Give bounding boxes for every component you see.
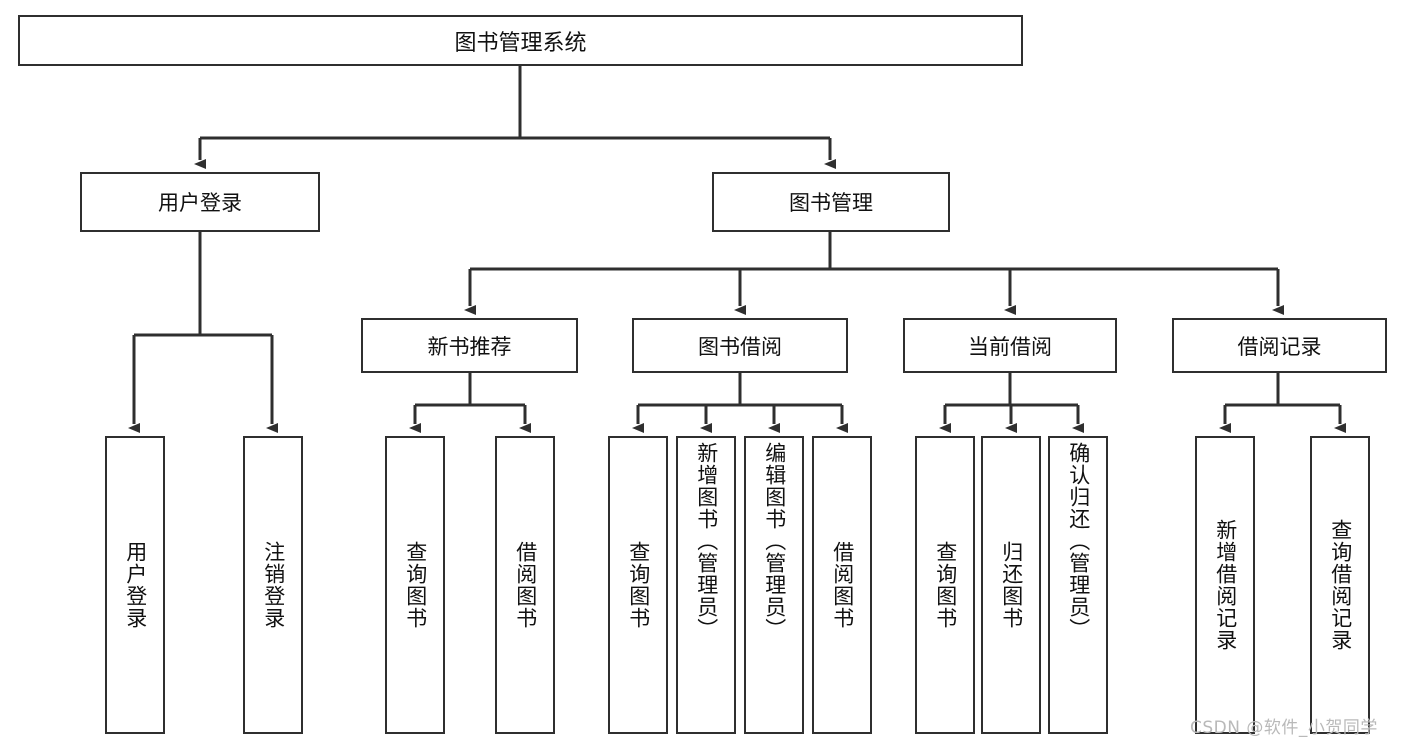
- leaf-label: 新增借阅记录: [1213, 519, 1238, 651]
- leaf-label: 查询图书: [403, 541, 428, 629]
- leaf-current-borrow-return[interactable]: 归还图书: [981, 436, 1041, 734]
- leaf-label: 确认归还（管理员）: [1066, 442, 1091, 640]
- node-current-borrow[interactable]: 当前借阅: [903, 318, 1117, 373]
- node-new-book-recommend[interactable]: 新书推荐: [361, 318, 578, 373]
- csdn-watermark: CSDN @软件_小贺同学: [1190, 718, 1378, 738]
- leaf-label: 用户登录: [123, 541, 148, 629]
- leaf-label: 归还图书: [999, 541, 1024, 629]
- leaf-book-borrow-query[interactable]: 查询图书: [608, 436, 668, 734]
- leaf-label: 借阅图书: [513, 541, 538, 629]
- leaf-user-login-signout[interactable]: 注销登录: [243, 436, 303, 734]
- leaf-label: 编辑图书（管理员）: [762, 442, 787, 640]
- leaf-label: 查询借阅记录: [1328, 519, 1353, 651]
- leaf-label: 查询图书: [933, 541, 958, 629]
- leaf-current-borrow-confirm-return[interactable]: 确认归还（管理员）: [1048, 436, 1108, 734]
- leaf-book-borrow-add[interactable]: 新增图书（管理员）: [676, 436, 736, 734]
- node-book-borrow[interactable]: 图书借阅: [632, 318, 848, 373]
- leaf-current-borrow-query[interactable]: 查询图书: [915, 436, 975, 734]
- leaf-label: 新增图书（管理员）: [694, 442, 719, 640]
- node-root[interactable]: 图书管理系统: [18, 15, 1023, 66]
- leaf-book-borrow-edit[interactable]: 编辑图书（管理员）: [744, 436, 804, 734]
- leaf-label: 借阅图书: [830, 541, 855, 629]
- node-borrow-record[interactable]: 借阅记录: [1172, 318, 1387, 373]
- leaf-borrow-record-add[interactable]: 新增借阅记录: [1195, 436, 1255, 734]
- leaf-new-book-query[interactable]: 查询图书: [385, 436, 445, 734]
- node-user-login[interactable]: 用户登录: [80, 172, 320, 232]
- leaf-user-login-signin[interactable]: 用户登录: [105, 436, 165, 734]
- leaf-book-borrow-borrow[interactable]: 借阅图书: [812, 436, 872, 734]
- leaf-label: 注销登录: [261, 541, 286, 629]
- node-book-management[interactable]: 图书管理: [712, 172, 950, 232]
- leaf-new-book-borrow[interactable]: 借阅图书: [495, 436, 555, 734]
- leaf-label: 查询图书: [626, 541, 651, 629]
- leaf-borrow-record-query[interactable]: 查询借阅记录: [1310, 436, 1370, 734]
